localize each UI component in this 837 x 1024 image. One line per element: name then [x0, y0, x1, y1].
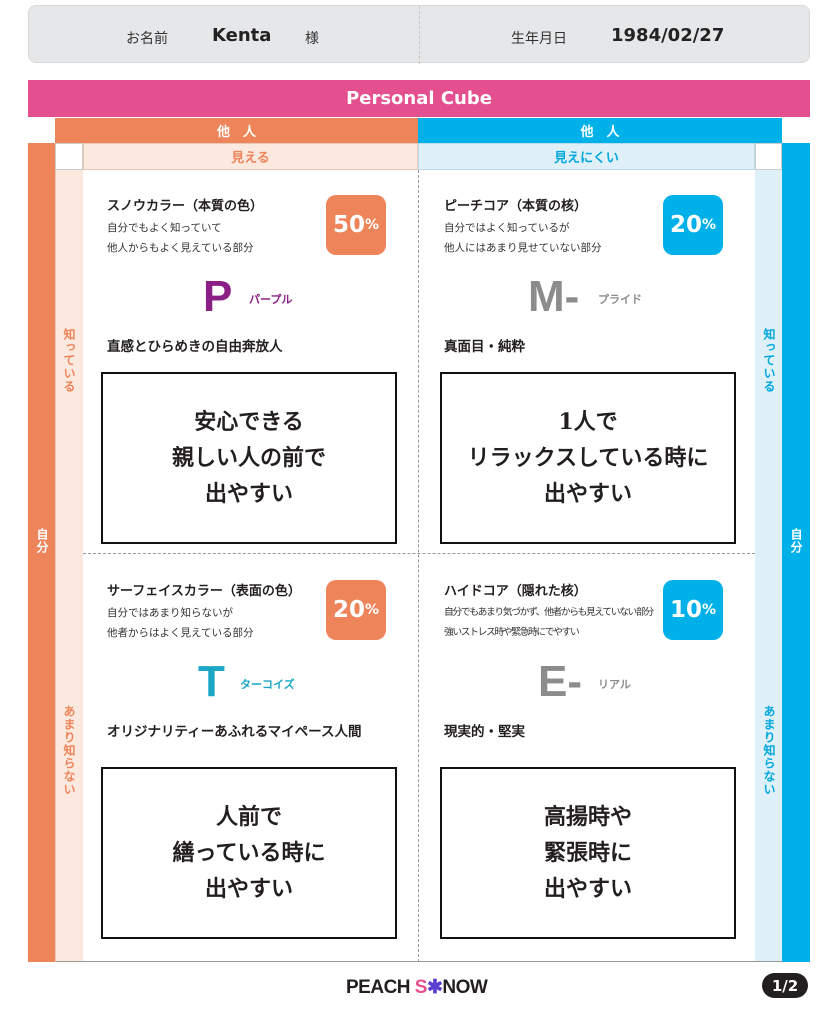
quadrant-title: ハイドコア（隠れた核）: [444, 584, 587, 599]
known-label-left: 知っている: [62, 328, 76, 393]
color-name: リアル: [598, 678, 631, 691]
quadrant-desc: 他人からもよく見えている部分: [107, 242, 254, 254]
quadrant-desc: 強いストレス時や緊急時にでやすい: [444, 627, 580, 638]
color-name: パープル: [249, 293, 293, 306]
quadrant-desc: 自分でもよく知っていて: [107, 222, 222, 234]
unknown-label-left: あまり知らない: [62, 705, 76, 796]
page-title: Personal Cube: [28, 80, 810, 117]
corner-cell: [55, 143, 83, 170]
name-label: お名前: [126, 31, 168, 47]
trait: 真面目・純粋: [444, 339, 525, 355]
color-name: プライド: [598, 293, 642, 306]
quadrant-hide-core: ハイドコア（隠れた核） 自分でもあまり気づかず、他者からも見えていない部分 強い…: [444, 580, 654, 643]
percent-badge: 20%: [326, 580, 386, 640]
note-box: 人前で 繕っている時に 出やすい: [101, 767, 397, 939]
others-bar-left: 他 人: [55, 118, 418, 143]
type-code: T: [198, 657, 225, 706]
quadrant-desc: 他人にはあまり見せていない部分: [444, 242, 602, 254]
quadrant-title: ピーチコア（本質の核）: [444, 199, 588, 214]
hard-to-see-header: 見えにくい: [418, 143, 755, 170]
header-divider: [419, 6, 420, 64]
horizontal-divider: [83, 553, 755, 554]
honorific: 様: [305, 31, 319, 47]
others-bar-right: 他 人: [418, 118, 782, 143]
type-code: P: [203, 272, 233, 321]
corner-cell: [755, 143, 782, 170]
profile-header: お名前 Kenta 様 生年月日 1984/02/27: [28, 5, 810, 64]
self-label-left: 自分: [35, 528, 49, 554]
vertical-divider: [418, 170, 419, 962]
known-column-left: [55, 170, 83, 962]
percent-badge: 10%: [663, 580, 723, 640]
snowflake-icon: ✱: [426, 977, 443, 998]
trait: 直感とひらめきの自由奔放人: [107, 339, 283, 355]
quadrant-peach-core: ピーチコア（本質の核） 自分ではよく知っているが 他人にはあまり見せていない部分: [444, 195, 602, 258]
percent-badge: 50%: [326, 195, 386, 255]
quadrant-snow-color: スノウカラー（本質の色） 自分でもよく知っていて 他人からもよく見えている部分: [107, 195, 263, 258]
trait: オリジナリティーあふれるマイペース人間: [107, 724, 362, 740]
cube-grid: [83, 170, 755, 962]
type-code: M-: [528, 272, 580, 321]
name-value: Kenta: [212, 25, 272, 46]
percent-badge: 20%: [663, 195, 723, 255]
type-code: E-: [538, 657, 582, 706]
known-label-right: 知っている: [762, 328, 776, 393]
note-box: 安心できる 親しい人の前で 出やすい: [101, 372, 397, 544]
quadrant-surface-color: サーフェイスカラー（表面の色） 自分ではあまり知らないが 他者からはよく見えてい…: [107, 580, 301, 643]
self-bar-left: [28, 143, 55, 962]
self-bar-right: [782, 143, 810, 962]
quadrant-desc: 自分ではよく知っているが: [444, 222, 570, 234]
known-column-right: [755, 170, 782, 962]
quadrant-title: スノウカラー（本質の色）: [107, 199, 264, 214]
unknown-label-right: あまり知らない: [762, 705, 776, 796]
self-label-right: 自分: [789, 528, 803, 554]
quadrant-title: サーフェイスカラー（表面の色）: [107, 584, 301, 599]
quadrant-desc: 自分でもあまり気づかず、他者からも見えていない部分: [444, 607, 654, 618]
quadrant-desc: 他者からはよく見えている部分: [107, 627, 254, 639]
trait: 現実的・堅実: [444, 724, 525, 740]
dob-value: 1984/02/27: [611, 25, 725, 46]
visible-header: 見える: [83, 143, 418, 170]
page-indicator: 1/2: [762, 973, 808, 998]
note-box: 1人で リラックスしている時に 出やすい: [440, 372, 736, 544]
quadrant-desc: 自分ではあまり知らないが: [107, 607, 233, 619]
note-box: 高揚時や 緊張時に 出やすい: [440, 767, 736, 939]
peach-snow-logo: PEACH S✱NOW: [346, 977, 488, 998]
dob-label: 生年月日: [511, 31, 567, 47]
color-name: ターコイズ: [240, 678, 295, 691]
